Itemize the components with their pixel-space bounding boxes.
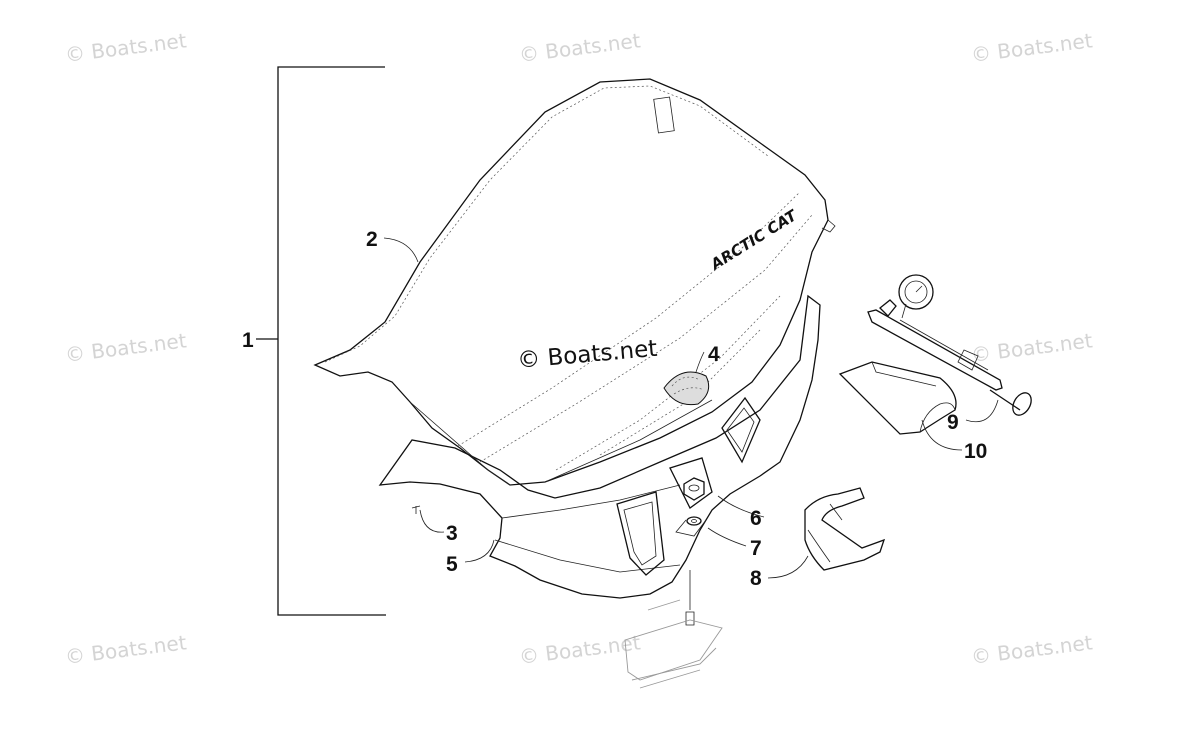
velcro-strap	[804, 487, 886, 571]
watermark-top-center: © Boats.net	[518, 28, 642, 67]
callout-10: 10	[964, 440, 987, 463]
leader-lines	[383, 237, 999, 579]
watermark-mid-left: © Boats.net	[64, 328, 188, 367]
watermark-top-right: © Boats.net	[970, 28, 1094, 67]
latch-stud	[624, 570, 723, 689]
seat-brand-logo: ARCTIC CAT	[707, 205, 802, 273]
callout-6: 6	[750, 507, 762, 530]
callout-4: 4	[708, 343, 720, 366]
watermark-top-left: © Boats.net	[64, 28, 188, 67]
callout-8: 8	[750, 567, 762, 590]
watermark-bottom-left: © Boats.net	[64, 630, 188, 669]
seat-cover: ARCTIC CAT	[313, 78, 836, 486]
callout-3: 3	[446, 522, 458, 545]
foam-patch	[663, 371, 710, 406]
assembly-bracket	[256, 66, 386, 616]
tool-pouch	[838, 361, 957, 435]
watermark-mid-right: © Boats.net	[970, 328, 1094, 367]
callout-2: 2	[366, 228, 378, 251]
callout-1: 1	[242, 329, 254, 352]
callout-5: 5	[446, 553, 458, 576]
tire-pump	[867, 274, 1032, 416]
center-watermark: © Boats.net	[516, 336, 658, 374]
callout-7: 7	[750, 537, 762, 560]
watermark-bottom-right: © Boats.net	[970, 630, 1094, 669]
callout-9: 9	[947, 411, 959, 434]
seat-base	[378, 294, 821, 599]
watermark-bottom-center: © Boats.net	[518, 630, 642, 669]
callouts: 1 2 3 4 5 6 7 8 9 10	[242, 228, 987, 590]
nut-and-washer	[675, 477, 707, 537]
